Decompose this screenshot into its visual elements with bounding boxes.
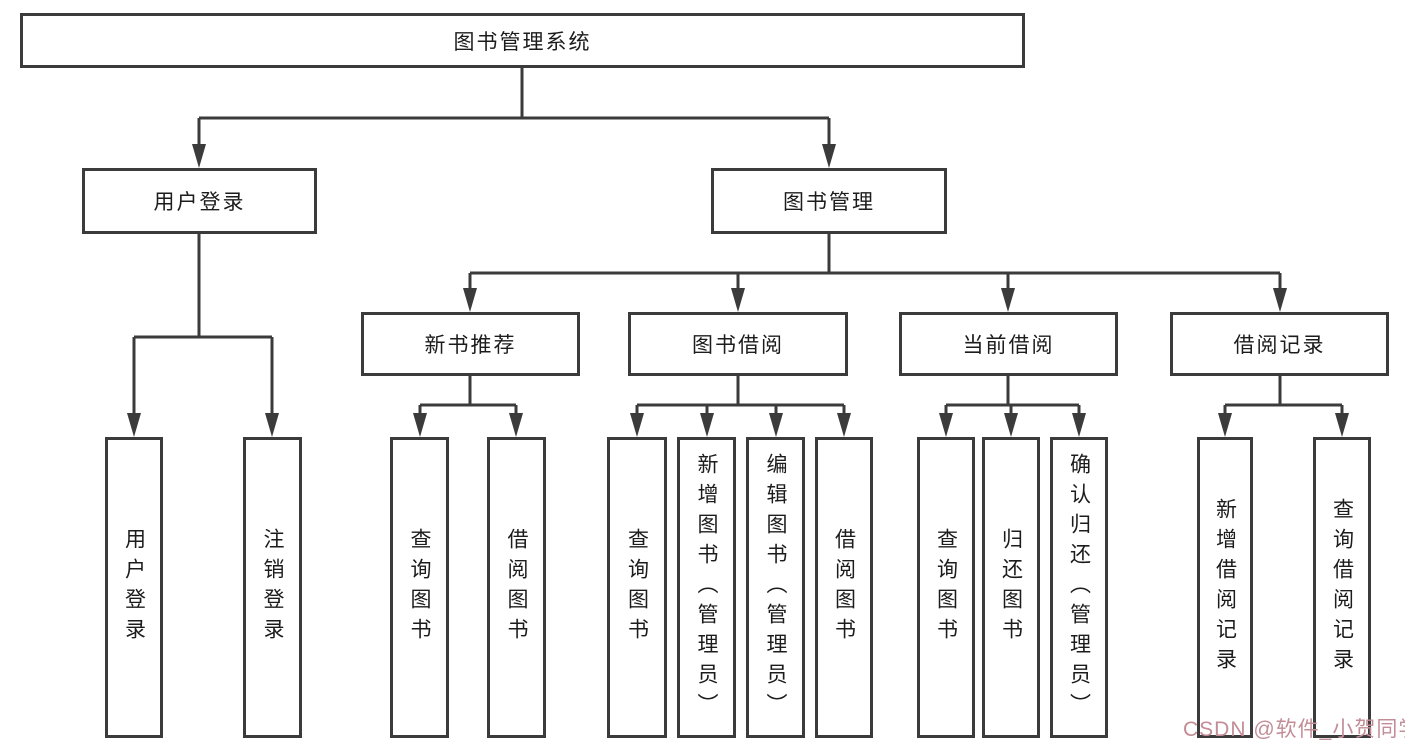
leaf-cb-return-books: 归还图书 [982,437,1040,738]
arrowhead [837,413,851,437]
node-user-login: 用户登录 [82,168,317,234]
leaf-bb-add-books-admin: 新增图书（管理员） [677,437,736,738]
arrowhead [1335,413,1349,437]
arrowhead [509,413,523,437]
csdn-watermark: CSDN @软件_小贺同学 [1183,718,1405,741]
arrowhead [822,144,836,168]
node-label: 新增借阅记录 [1213,497,1237,678]
arrowhead [1218,413,1232,437]
node-label: 编辑图书（管理员） [764,452,787,723]
arrowhead [1273,288,1287,312]
leaf-nbr-query-books: 查询图书 [390,437,449,738]
arrowhead [192,144,206,168]
node-label: 查询图书 [408,527,431,648]
arrowhead [700,413,714,437]
leaf-bb-borrow-books: 借阅图书 [815,437,873,738]
leaf-cb-confirm-return-admin: 确认归还（管理员） [1050,437,1108,738]
node-label: 注销登录 [261,527,284,648]
arrowhead [769,413,783,437]
arrowhead [463,288,477,312]
arrowhead [127,413,141,437]
node-new-book-recommend: 新书推荐 [361,312,580,376]
node-label: 确认归还（管理员） [1067,452,1091,723]
leaf-user-login: 用户登录 [105,437,163,738]
arrowhead [1072,413,1086,437]
node-book-borrowing: 图书借阅 [628,312,848,376]
node-root: 图书管理系统 [20,13,1025,68]
leaf-br-query-record: 查询借阅记录 [1313,437,1371,738]
arrowhead [1004,413,1018,437]
node-label: 查询图书 [934,527,958,648]
node-label: 借阅图书 [832,527,856,648]
node-label: 新增图书（管理员） [695,452,718,723]
connector-paths [132,68,1344,416]
node-label: 归还图书 [999,527,1023,648]
arrowhead [939,413,953,437]
leaf-nbr-borrow-books: 借阅图书 [487,437,546,738]
node-label: 图书管理系统 [453,30,592,54]
node-label: 查询借阅记录 [1330,497,1354,678]
node-label: 借阅记录 [1233,334,1326,357]
node-label: 借阅图书 [505,527,528,648]
arrowhead [630,413,644,437]
node-label: 用户登录 [122,527,146,648]
node-label: 图书管理 [783,191,875,214]
arrowhead [265,413,279,437]
leaf-bb-edit-books-admin: 编辑图书（管理员） [746,437,805,738]
node-label: 查询图书 [625,527,649,648]
node-book-management: 图书管理 [711,168,947,234]
node-label: 当前借阅 [962,334,1055,357]
node-borrow-records: 借阅记录 [1170,312,1389,376]
leaf-cb-query-books: 查询图书 [917,437,975,738]
arrowhead [413,413,427,437]
node-label: 用户登录 [153,191,246,214]
node-label: 图书借阅 [692,334,784,357]
node-label: 新书推荐 [424,334,517,357]
leaf-bb-query-books: 查询图书 [607,437,667,738]
node-current-borrowing: 当前借阅 [899,312,1118,376]
arrowhead [1001,288,1015,312]
leaf-logout: 注销登录 [243,437,302,738]
leaf-br-add-record: 新增借阅记录 [1197,437,1253,738]
arrowhead [731,288,745,312]
